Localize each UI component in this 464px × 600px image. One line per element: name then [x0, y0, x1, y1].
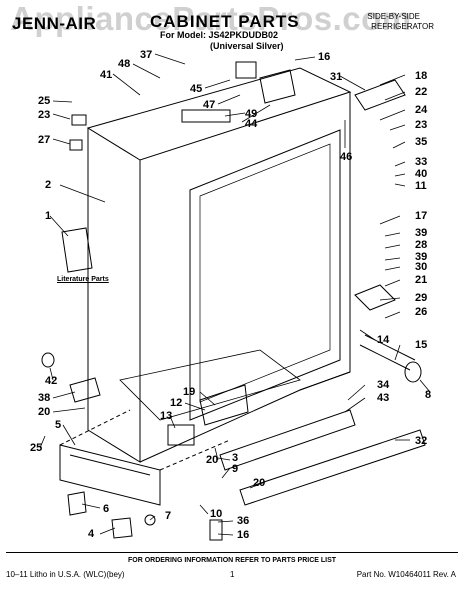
callout-15: 15	[415, 339, 427, 351]
callout-8: 8	[425, 389, 431, 401]
callout-31: 31	[330, 71, 342, 83]
callout-10: 10	[210, 508, 222, 520]
callout-13: 13	[160, 410, 172, 422]
callout-32: 32	[415, 435, 427, 447]
callout-11: 11	[415, 180, 427, 192]
callout-12: 12	[170, 397, 182, 409]
footer-part-number: Part No. W10464011 Rev. A	[356, 570, 456, 579]
callout-37: 37	[140, 49, 152, 61]
callout-4: 4	[88, 528, 95, 540]
callout-20-bottom: 20	[253, 477, 265, 489]
callout-33: 33	[415, 156, 427, 168]
product-type-line-2: REFRIGERATOR	[371, 22, 434, 31]
callout-36: 36	[237, 515, 249, 527]
callout-34: 34	[377, 379, 390, 391]
callout-19: 19	[183, 386, 195, 398]
callout-2: 2	[45, 179, 51, 191]
callout-20-left: 20	[38, 406, 50, 418]
callout-39-a: 39	[415, 227, 427, 239]
callout-35: 35	[415, 136, 427, 148]
variant-line: (Universal Silver)	[210, 41, 284, 51]
callout-29: 29	[415, 292, 427, 304]
callout-30: 30	[415, 261, 427, 273]
callout-14: 14	[377, 334, 390, 346]
callout-27: 27	[38, 134, 50, 146]
callout-43: 43	[377, 392, 389, 404]
model-line: For Model: JS42PKDUDB02	[160, 30, 279, 40]
callout-16-bottom: 16	[237, 529, 249, 541]
callout-18: 18	[415, 70, 427, 82]
callout-5: 5	[55, 419, 61, 431]
callout-22: 22	[415, 86, 427, 98]
callout-38: 38	[38, 392, 50, 404]
callout-16-top: 16	[318, 51, 330, 63]
footer-page-number: 1	[230, 570, 235, 579]
callout-42: 42	[45, 375, 57, 387]
callout-39-b: 39	[415, 251, 427, 263]
callout-25-bottom: 25	[30, 442, 42, 454]
ordering-note: FOR ORDERING INFORMATION REFER TO PARTS …	[127, 557, 337, 564]
watermark: AppliancePartsPros.com	[10, 0, 412, 37]
callout-44: 44	[245, 118, 258, 130]
callout-26: 26	[415, 306, 427, 318]
footer-litho: 10–11 Litho in U.S.A. (WLC)(bey)	[6, 570, 125, 579]
callout-41: 41	[100, 69, 112, 81]
footer-rule	[6, 552, 458, 553]
callout-7: 7	[165, 510, 171, 522]
literature-parts-label: Literature Parts	[57, 276, 109, 283]
callout-20-mid: 20	[206, 454, 218, 466]
callout-40: 40	[415, 168, 427, 180]
brand-logo-text: JENN-AIR	[12, 14, 97, 33]
callout-1: 1	[45, 210, 51, 222]
callout-21: 21	[415, 274, 427, 286]
callout-3: 3	[232, 452, 238, 464]
callout-6: 6	[103, 503, 109, 515]
callout-28: 28	[415, 239, 427, 251]
product-type-line-1: SIDE-BY-SIDE	[367, 12, 420, 21]
callout-46: 46	[340, 151, 352, 163]
callout-17: 17	[415, 210, 427, 222]
callout-45: 45	[190, 83, 202, 95]
callout-47: 47	[203, 99, 215, 111]
callout-9: 9	[232, 463, 238, 475]
callout-23-left: 23	[38, 109, 50, 121]
page-title: CABINET PARTS	[150, 12, 300, 31]
callout-25-top: 25	[38, 95, 50, 107]
callout-49: 49	[245, 108, 257, 120]
callout-23-right: 23	[415, 119, 427, 131]
callout-48: 48	[118, 58, 130, 70]
callout-24: 24	[415, 104, 428, 116]
